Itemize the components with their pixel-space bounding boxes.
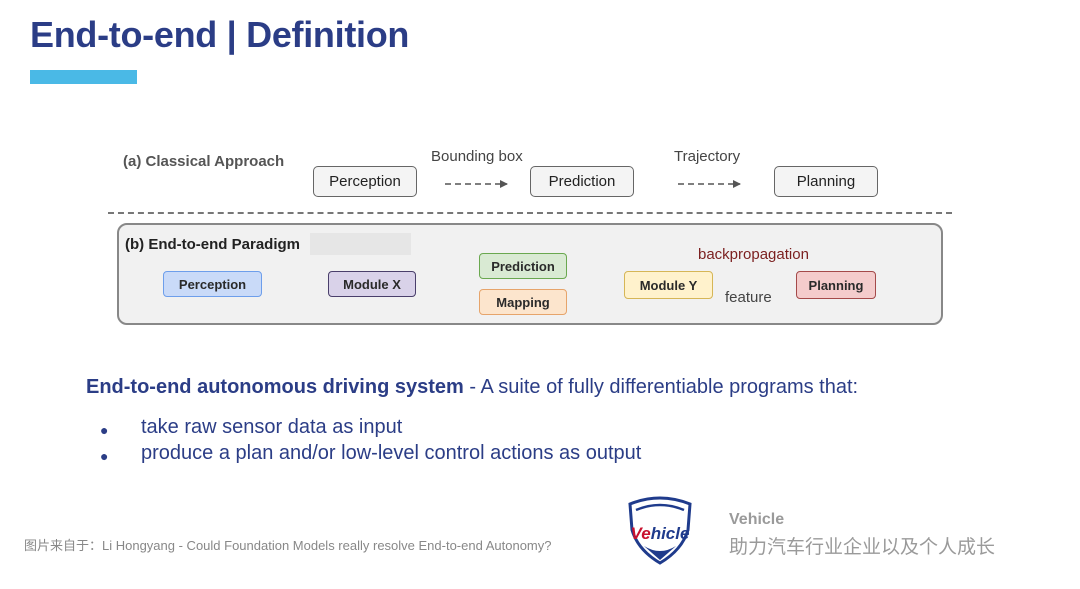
bullet-item-1: take raw sensor data as input <box>141 416 403 438</box>
definition-highlight: End-to-end autonomous driving system <box>86 376 464 398</box>
bullet-item-2: produce a plan and/or low-level control … <box>141 442 642 464</box>
source-caption: 图片来自于：Li Hongyang - Could Foundation Mod… <box>24 538 552 553</box>
perception-module: Perception <box>163 271 262 297</box>
classical-prediction-box: Prediction <box>530 166 634 197</box>
trajectory-label: Trajectory <box>674 148 741 165</box>
planning-module: Planning <box>796 271 876 299</box>
vehicle-logo: Vehicle <box>628 496 692 565</box>
label-placeholder-block <box>310 233 411 255</box>
prediction-module: Prediction <box>479 253 567 279</box>
brand-name: Vehicle <box>729 511 785 528</box>
backpropagation-label: backpropagation <box>698 246 809 263</box>
classical-planning-box: Planning <box>774 166 878 197</box>
feature-label: feature <box>725 289 772 306</box>
definition-text: End-to-end autonomous driving system - A… <box>86 376 858 399</box>
brand-slogan: 助力汽车行业企业以及个人成长 <box>729 537 996 558</box>
classical-perception-box: Perception <box>313 166 417 197</box>
bullet-marker: ● <box>100 448 109 464</box>
bounding-box-label: Bounding box <box>431 148 523 165</box>
module-x: Module X <box>328 271 416 297</box>
page-title: End-to-end | Definition <box>30 14 410 55</box>
section-divider <box>108 212 952 214</box>
bullet-marker: ● <box>100 422 109 438</box>
classical-approach-label: (a) Classical Approach <box>123 153 285 170</box>
svg-text:Vehicle: Vehicle <box>631 524 690 543</box>
definition-rest: - A suite of fully differentiable progra… <box>463 376 859 398</box>
paradigm-label: (b) End-to-end Paradigm <box>125 236 300 253</box>
module-y: Module Y <box>624 271 713 299</box>
title-accent-bar <box>30 70 137 84</box>
mapping-module: Mapping <box>479 289 567 315</box>
